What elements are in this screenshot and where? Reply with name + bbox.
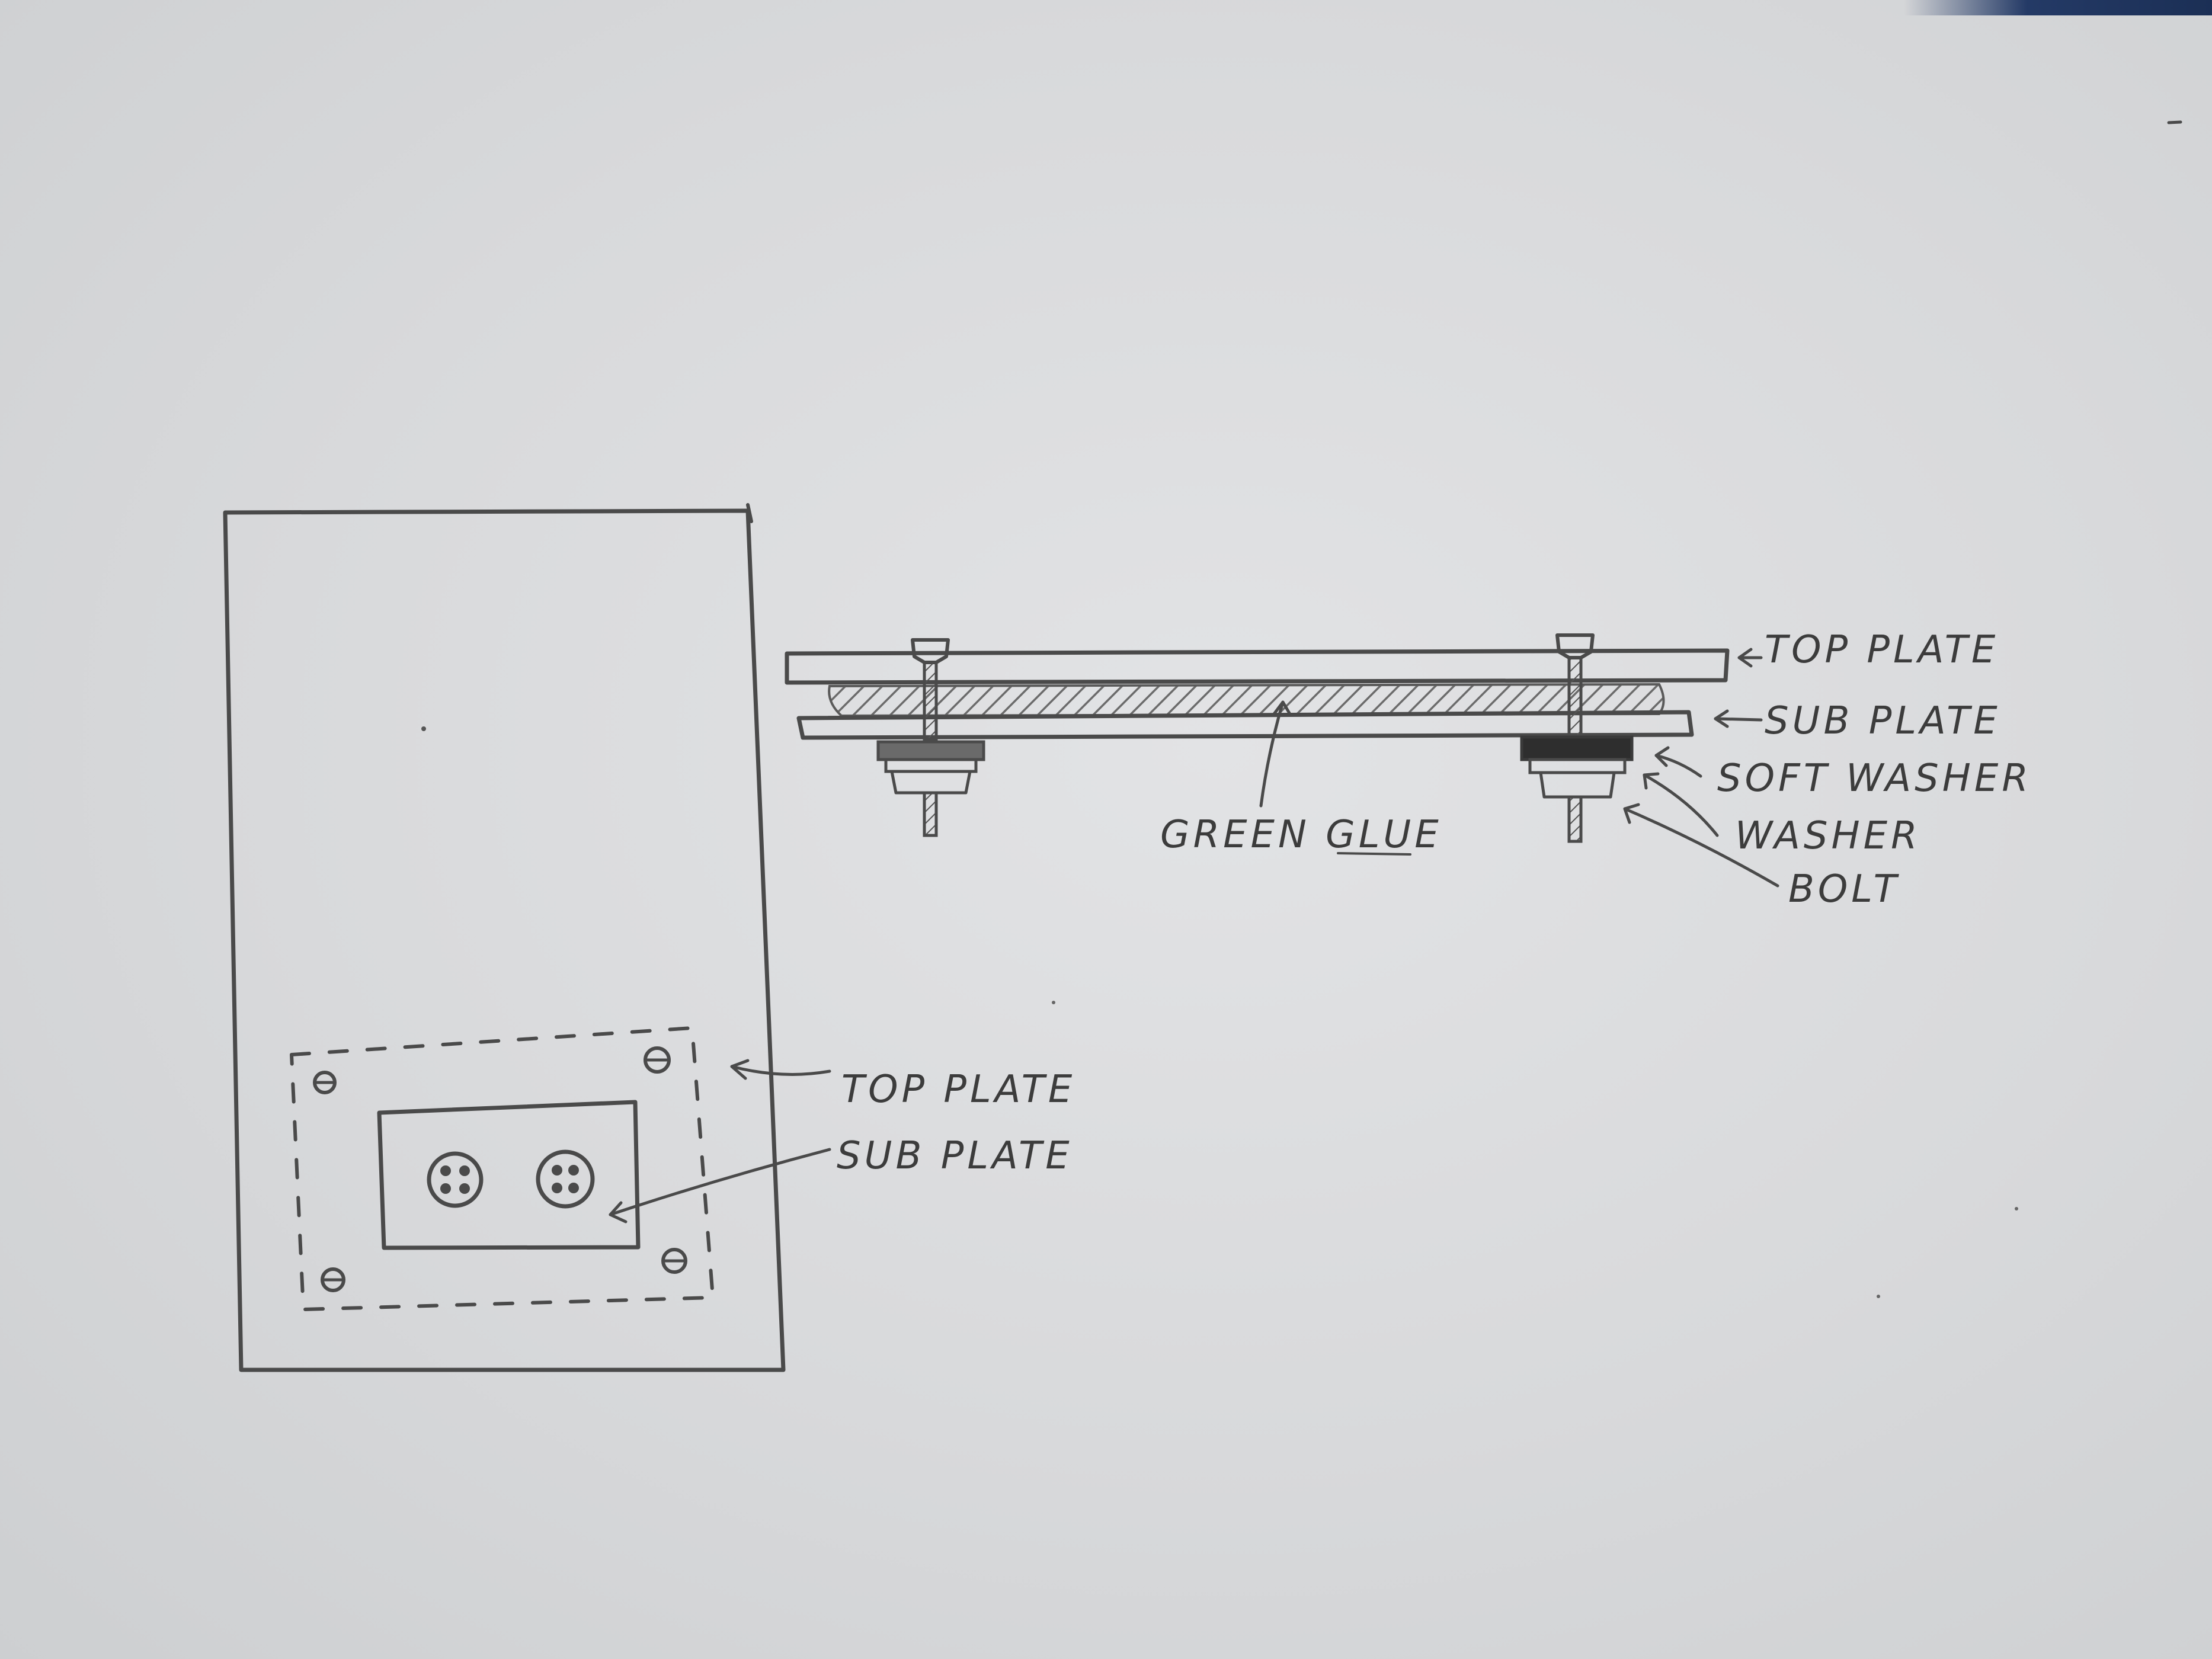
bolt-arrow	[1623, 803, 1779, 888]
green-glue-section	[828, 683, 1665, 718]
front-sub-plate-label: SUB PLATE	[837, 1134, 1073, 1178]
side-sub-plate-label: SUB PLATE	[1765, 699, 2001, 743]
sub-plate-section	[796, 710, 1694, 740]
bolt-head-icon	[644, 1046, 671, 1074]
background-fabric-corner	[1904, 0, 2212, 15]
connector-icon	[536, 1149, 595, 1209]
sub-plate-leader-arrow	[609, 1148, 831, 1224]
top-plate-dashed-outline	[290, 1026, 715, 1311]
front-view: TOP PLATE SUB PLATE	[223, 503, 1075, 1372]
washer-label: WASHER	[1735, 814, 1921, 858]
bolt-head-icon	[321, 1267, 345, 1292]
side-top-plate-label: TOP PLATE	[1765, 628, 1999, 672]
green-glue-arrow	[1259, 700, 1292, 808]
soft-washer-label: SOFT WASHER	[1717, 757, 2032, 800]
top-plate-section	[785, 648, 1730, 685]
side-view: TOP PLATE SUB PLATE SOFT WASHER WASHER B…	[785, 628, 2032, 911]
top-plate-leader-arrow	[730, 1059, 831, 1080]
side-sub-plate-arrow	[1714, 709, 1763, 728]
side-top-plate-arrow	[1737, 648, 1763, 668]
sub-plate-outline	[377, 1100, 641, 1250]
stray-marks	[1052, 120, 2182, 1298]
bolt-assembly-right	[1520, 633, 1634, 843]
front-top-plate-label: TOP PLATE	[841, 1068, 1075, 1112]
bolt-head-icon	[313, 1071, 337, 1094]
bolt-assembly-left	[876, 638, 985, 837]
green-glue-label: GREEN GLUE	[1160, 813, 1442, 857]
washer-arrow	[1643, 772, 1719, 837]
connector-icon	[427, 1151, 484, 1208]
soft-washer-arrow	[1654, 746, 1702, 778]
bolt-head-icon	[661, 1248, 687, 1274]
bolt-label: BOLT	[1788, 867, 1900, 911]
enclosure-outline	[223, 508, 786, 1372]
